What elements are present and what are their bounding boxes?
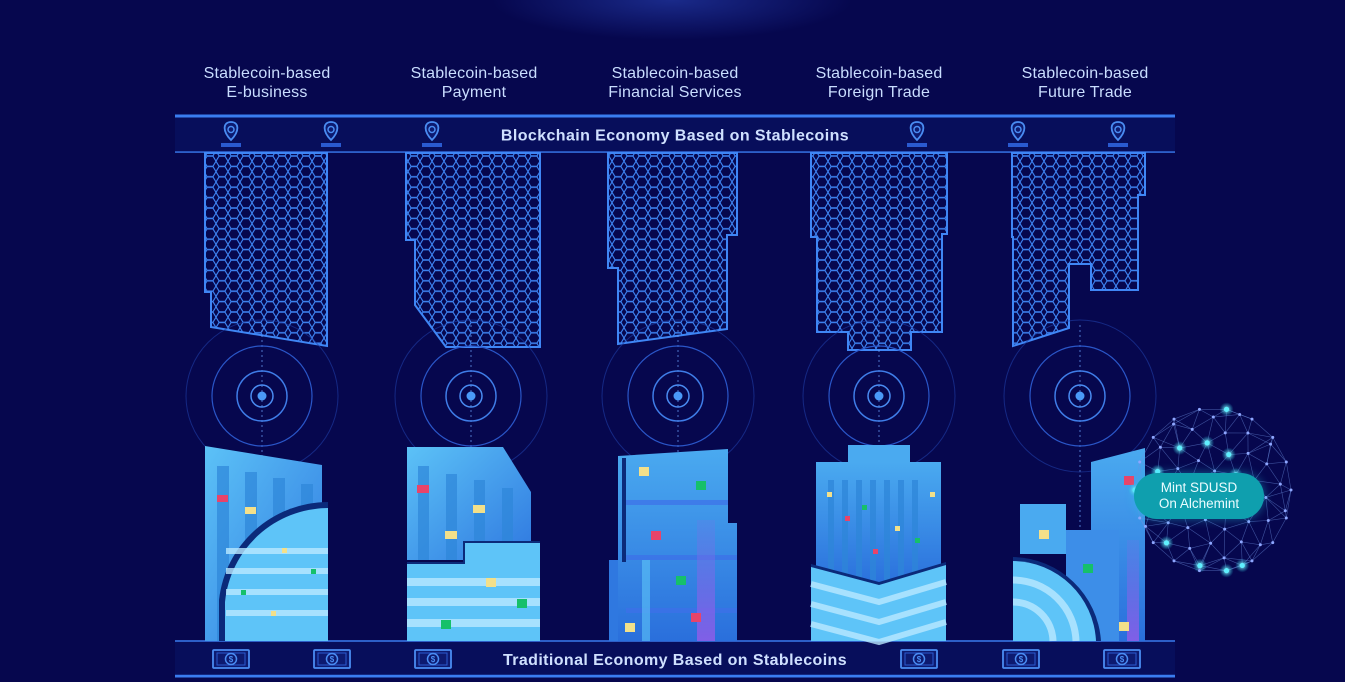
building-foreign [810,445,947,646]
hex-mesh-foreign [810,152,948,351]
dollar-bill-group: $ $ $ $ $ $ [212,649,1141,669]
column-title-future: Stablecoin-based Future Trade [985,64,1185,102]
dollar-bill-icon: $ [1002,649,1040,669]
location-pin-icon [221,121,241,147]
svg-text:$: $ [431,655,436,664]
dollar-bill-icon: $ [414,649,452,669]
location-pin-icon [1008,121,1028,147]
building-financial [609,449,737,641]
location-pin-icon [1108,121,1128,147]
column-title-ebusiness: Stablecoin-based E-business [167,64,367,102]
location-pin-icon [422,121,442,147]
dollar-bill-icon: $ [1103,649,1141,669]
column-title-line: Payment [441,84,507,101]
mint-button-line: Mint SDUSD [1160,480,1238,495]
dollar-bill-icon: $ [900,649,938,669]
dollar-bill-icon: $ [313,649,351,669]
column-title-line: Stablecoin-based [410,65,538,82]
hex-mesh-financial [607,152,738,346]
hex-mesh-payment [405,152,541,348]
column-title-line: Foreign Trade [827,84,931,101]
svg-text:$: $ [917,655,922,664]
column-title-line: Stablecoin-based [611,65,739,82]
svg-text:$: $ [1120,655,1125,664]
building-ebusiness [205,446,328,641]
hex-mesh-ebusiness [204,152,328,348]
top-band-label: Blockchain Economy Based on Stablecoins [501,128,849,145]
hex-mesh-group [204,152,1146,351]
column-title-payment: Stablecoin-based Payment [374,64,574,102]
location-pin-icon [907,121,927,147]
location-pin-icon [321,121,341,147]
radar-rings-icon [1003,319,1157,530]
svg-text:$: $ [330,655,335,664]
column-title-line: Stablecoin-based [1021,65,1149,82]
building-payment [407,447,540,641]
svg-text:$: $ [1019,655,1024,664]
hex-mesh-future [1011,152,1146,348]
column-title-line: E-business [226,84,308,101]
bottom-band-label: Traditional Economy Based on Stablecoins [503,652,847,669]
dollar-bill-icon: $ [212,649,250,669]
building-future [1012,448,1145,642]
column-title-foreign: Stablecoin-based Foreign Trade [779,64,979,102]
mint-button-line: On Alchemint [1158,496,1240,511]
location-pin-group [221,121,1128,147]
column-title-line: Stablecoin-based [203,65,331,82]
mint-sdusd-button[interactable]: Mint SDUSD On Alchemint [1134,473,1264,519]
column-title-financial: Stablecoin-based Financial Services [575,64,775,102]
svg-text:$: $ [229,655,234,664]
column-title-line: Financial Services [608,84,742,101]
column-title-line: Stablecoin-based [815,65,943,82]
column-title-line: Future Trade [1037,84,1132,101]
radar-rings-icon [394,319,548,530]
